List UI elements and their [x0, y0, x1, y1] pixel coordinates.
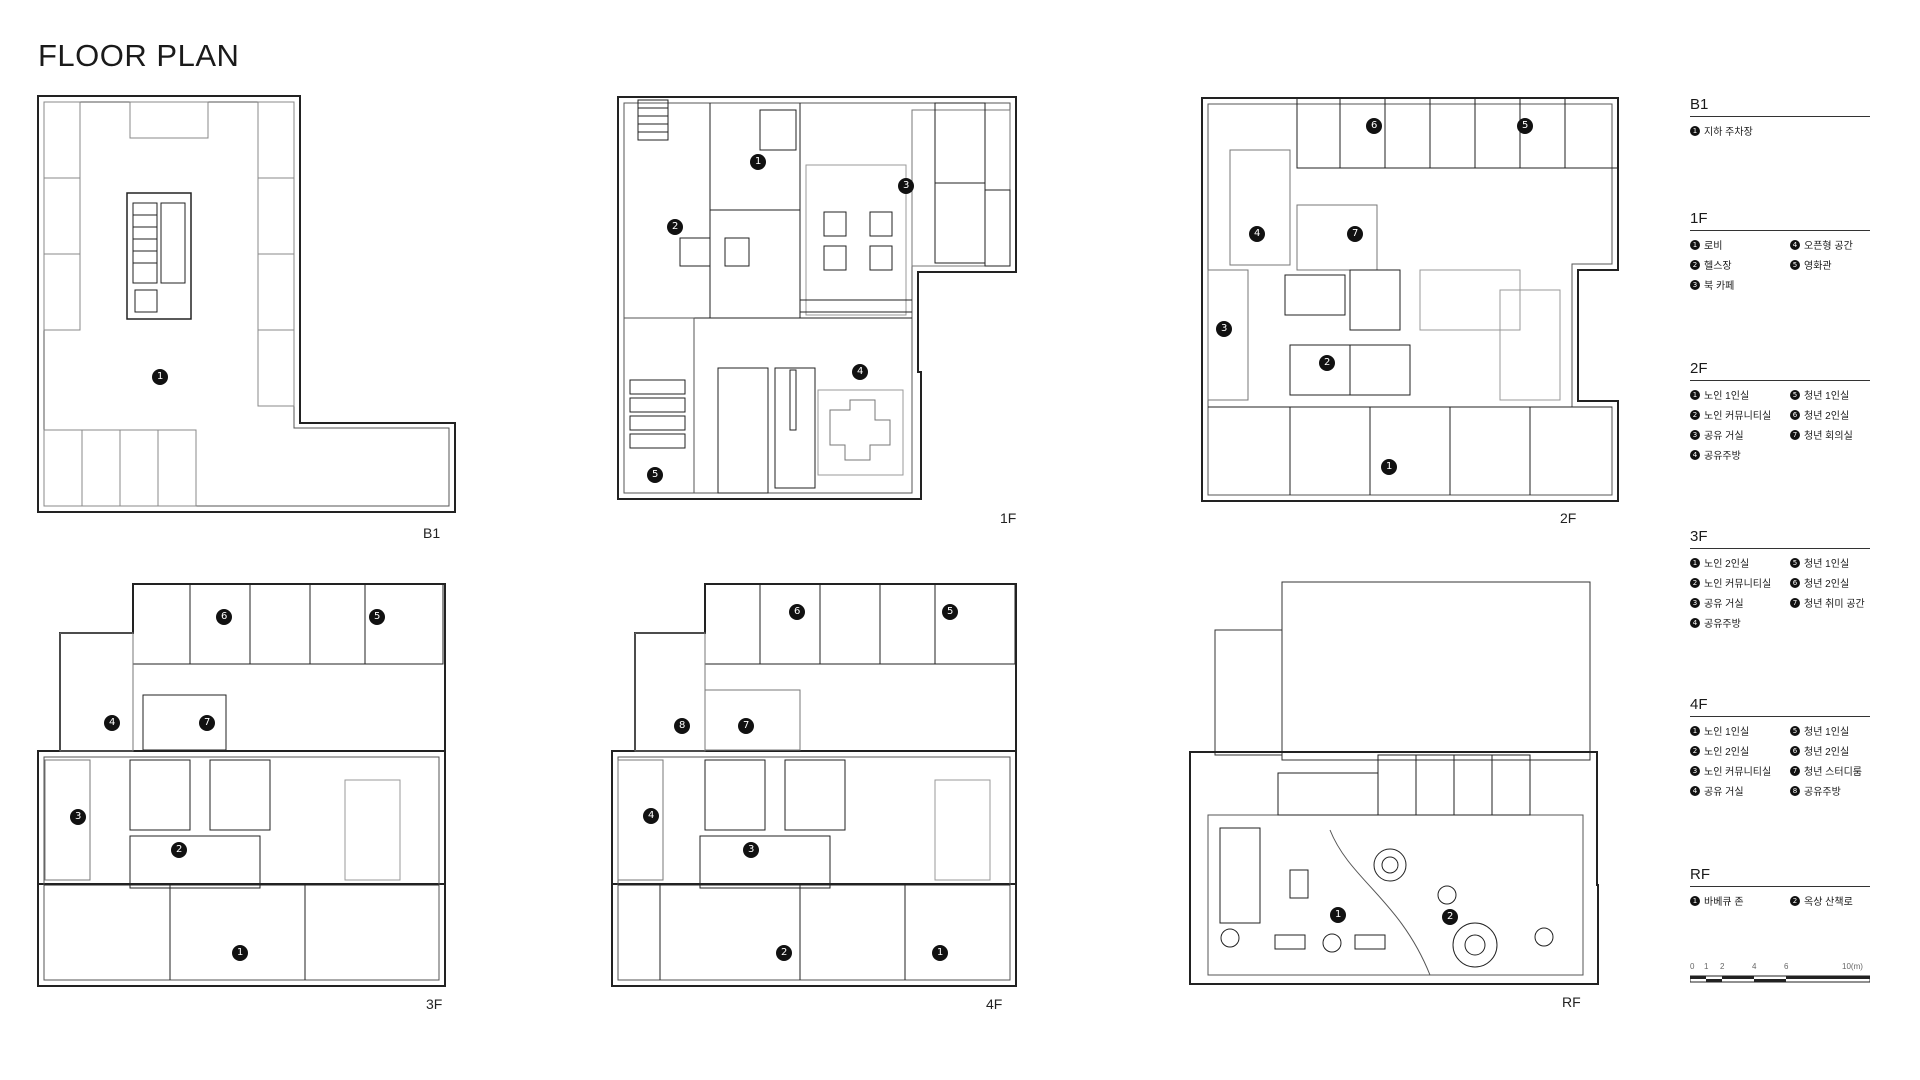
- scale-tick-label: 6: [1784, 962, 1789, 971]
- floor-label-b1: B1: [423, 525, 441, 541]
- floor-label-2f: 2F: [1560, 510, 1577, 526]
- scale-tick-label: 2: [1720, 962, 1725, 971]
- scale-tick-label: 10(m): [1842, 962, 1863, 971]
- page-title: FLOOR PLAN: [38, 38, 240, 73]
- plan-2f: [1201, 97, 1619, 502]
- scale-tick-label: 0: [1690, 962, 1695, 971]
- scale-tick-label: 4: [1752, 962, 1757, 971]
- legend-heading: B1: [1690, 96, 1870, 117]
- scale-bar-graphic: [1690, 975, 1870, 983]
- scale-tick-label: 1: [1704, 962, 1709, 971]
- legend-heading: RF: [1690, 866, 1870, 887]
- plan-b1: [37, 95, 456, 513]
- plan-3f: [37, 583, 446, 987]
- floor-label-3f: 3F: [426, 996, 443, 1012]
- scale-bar: 0 1 2 4 6 10(m): [1690, 962, 1870, 992]
- legend-heading: 3F: [1690, 528, 1870, 549]
- legend-heading: 4F: [1690, 696, 1870, 717]
- legend-heading: 2F: [1690, 360, 1870, 381]
- floor-label-rf: RF: [1562, 994, 1581, 1010]
- plan-1f: [617, 96, 1017, 500]
- plan-rf: [1189, 581, 1599, 985]
- floor-label-4f: 4F: [986, 996, 1003, 1012]
- legend-heading: 1F: [1690, 210, 1870, 231]
- floor-label-1f: 1F: [1000, 510, 1017, 526]
- plan-4f: [611, 583, 1017, 987]
